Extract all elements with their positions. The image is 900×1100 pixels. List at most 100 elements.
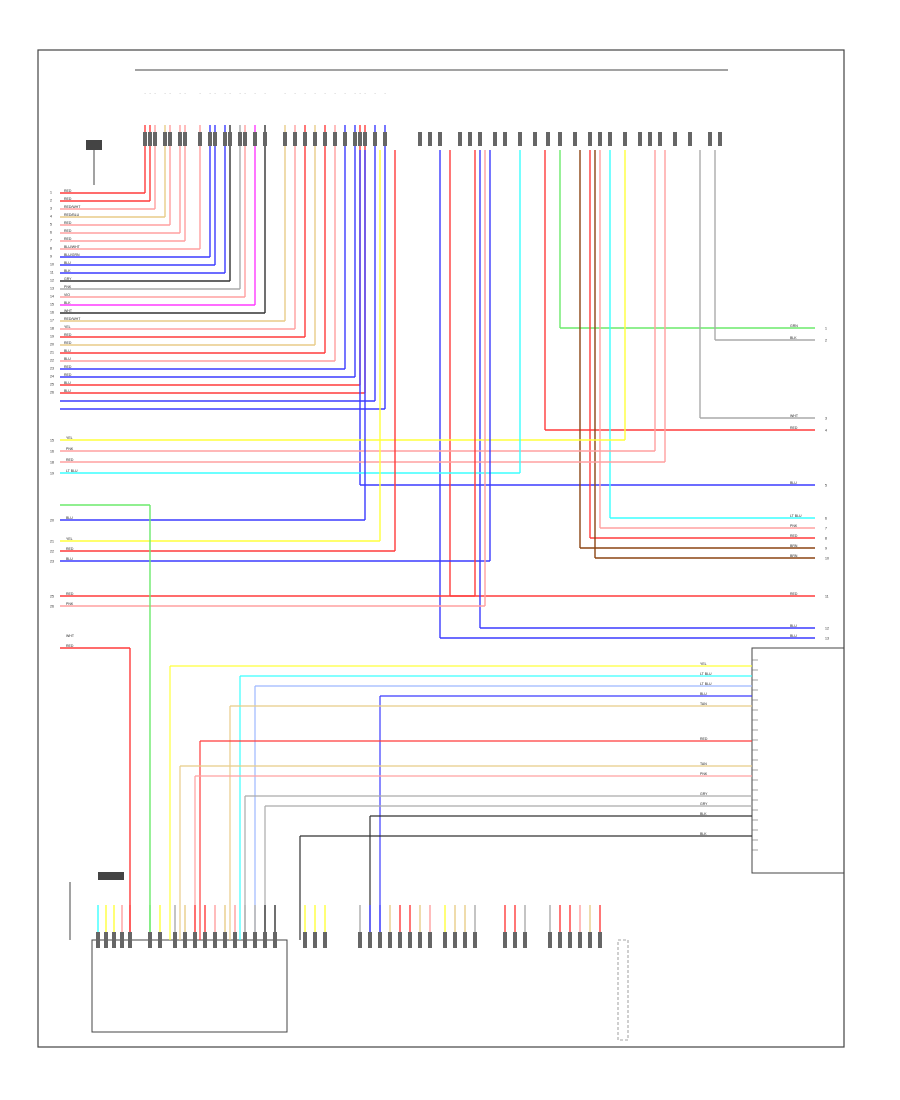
pin-block bbox=[428, 932, 432, 948]
pin-tick: · bbox=[384, 91, 385, 96]
pin-tick: · bbox=[224, 91, 225, 96]
pin-number: 15 bbox=[50, 439, 54, 443]
pin-number: 13 bbox=[825, 637, 829, 641]
pin-number: 25 bbox=[50, 595, 54, 599]
pin-block bbox=[588, 132, 592, 146]
wire-color-label: RED bbox=[64, 341, 72, 345]
pin-block bbox=[183, 132, 187, 146]
pin-tick: · bbox=[364, 91, 365, 96]
wire-color-label: GRY bbox=[700, 792, 708, 796]
wire-color-label: RED bbox=[790, 426, 798, 430]
wire-color-label: BLU bbox=[64, 261, 71, 265]
pin-number: 23 bbox=[50, 367, 54, 371]
pin-block bbox=[303, 932, 307, 948]
pin-number: 25 bbox=[50, 383, 54, 387]
pin-block bbox=[383, 132, 387, 146]
ground-symbol-bottom bbox=[69, 872, 124, 940]
pin-block bbox=[408, 932, 412, 948]
wire-color-label: YEL bbox=[700, 662, 707, 666]
pin-block bbox=[638, 132, 642, 146]
wire-color-label: RED bbox=[66, 458, 74, 462]
pin-tick: · bbox=[169, 91, 170, 96]
wire-color-label: RED bbox=[66, 547, 74, 551]
pin-block bbox=[148, 932, 152, 948]
wire-color-label: RED bbox=[790, 534, 798, 538]
pin-block bbox=[253, 132, 257, 146]
pin-tick: · bbox=[214, 91, 215, 96]
pin-tick: · bbox=[324, 91, 325, 96]
wire-color-label: BLU/GRN bbox=[64, 253, 80, 257]
pin-number: 1 bbox=[50, 191, 52, 195]
pin-block bbox=[168, 132, 172, 146]
pin-block bbox=[198, 132, 202, 146]
pin-tick: · bbox=[144, 91, 145, 96]
pin-block bbox=[112, 932, 116, 948]
wire-color-label: BLK bbox=[64, 269, 71, 273]
wire-color-label: RED bbox=[700, 737, 708, 741]
pin-block bbox=[493, 132, 497, 146]
rear-unit-pin-lines bbox=[752, 659, 758, 851]
wire-color-label: YEL bbox=[66, 436, 73, 440]
rear-unit-box bbox=[751, 647, 845, 874]
pin-number: 4 bbox=[50, 215, 52, 219]
wire-color-label: WHT bbox=[790, 414, 799, 418]
pin-block bbox=[438, 132, 442, 146]
wire-color-label: BLU bbox=[64, 349, 71, 353]
pin-block bbox=[223, 932, 227, 948]
pin-block bbox=[473, 932, 477, 948]
wire-color-label: WHT bbox=[66, 634, 75, 638]
pin-tick: · bbox=[359, 91, 360, 96]
pin-number: 26 bbox=[50, 605, 54, 609]
pin-block bbox=[213, 132, 217, 146]
wire-color-label: RED bbox=[64, 197, 72, 201]
pin-block bbox=[183, 932, 187, 948]
pin-block bbox=[478, 132, 482, 146]
pin-block bbox=[623, 132, 627, 146]
pin-block bbox=[303, 132, 307, 146]
pin-block bbox=[558, 932, 562, 948]
wire-color-label: RED bbox=[66, 644, 74, 648]
pin-tick: · bbox=[294, 91, 295, 96]
pin-number: 19 bbox=[50, 335, 54, 339]
pin-block bbox=[546, 132, 550, 146]
wire-color-label: BRN bbox=[790, 554, 798, 558]
pin-tick: · bbox=[199, 91, 200, 96]
pin-tick: · bbox=[284, 91, 285, 96]
pin-number: 9 bbox=[50, 255, 52, 259]
pin-block bbox=[203, 932, 207, 948]
wire-color-label: PNK bbox=[700, 772, 708, 776]
front-control-module-box bbox=[91, 939, 288, 1033]
pin-block bbox=[523, 932, 527, 948]
wire-color-label: LT BLU bbox=[700, 682, 712, 686]
pin-block bbox=[453, 932, 457, 948]
pin-block bbox=[193, 932, 197, 948]
pin-block bbox=[648, 132, 652, 146]
wire-color-label: GRY bbox=[64, 277, 72, 281]
pin-block bbox=[223, 132, 227, 146]
pin-number: 14 bbox=[50, 295, 54, 299]
pin-block bbox=[503, 132, 507, 146]
pin-block bbox=[333, 132, 337, 146]
pin-number: 8 bbox=[825, 537, 827, 541]
pin-block bbox=[323, 132, 327, 146]
pin-block bbox=[283, 132, 287, 146]
wire-color-label: BLU bbox=[64, 389, 71, 393]
pin-block bbox=[418, 132, 422, 146]
pin-block bbox=[568, 932, 572, 948]
pin-number: 6 bbox=[825, 517, 827, 521]
pin-tick: · bbox=[184, 91, 185, 96]
pin-block bbox=[358, 132, 362, 146]
pin-block bbox=[213, 932, 217, 948]
pin-block bbox=[588, 932, 592, 948]
pin-number: 21 bbox=[50, 351, 54, 355]
wire-color-label: YEL bbox=[66, 537, 73, 541]
pin-block bbox=[658, 132, 662, 146]
pin-block bbox=[313, 132, 317, 146]
pin-tick: · bbox=[334, 91, 335, 96]
pin-tick: · bbox=[239, 91, 240, 96]
pin-tick: · bbox=[354, 91, 355, 96]
pin-block bbox=[573, 132, 577, 146]
wire-color-label: LT BLU bbox=[66, 469, 78, 473]
wire-color-label: PNK bbox=[64, 285, 72, 289]
wire-color-label: BLU bbox=[790, 634, 797, 638]
